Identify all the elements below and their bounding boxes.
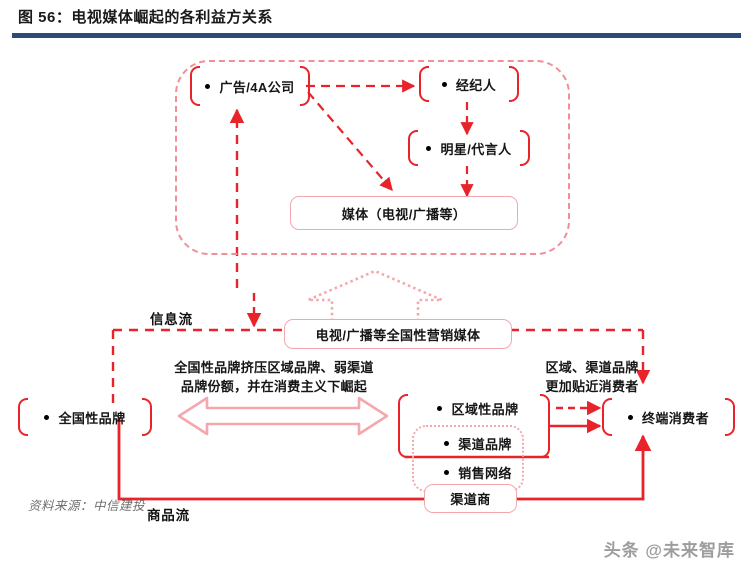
node-agency-label: 广告/4A公司 xyxy=(219,79,295,95)
bracket-left xyxy=(18,398,28,436)
note-regional-proximity: 区域、渠道品牌 更加贴近消费者 xyxy=(545,360,639,394)
node-regional-group-bracket xyxy=(398,394,550,458)
arrow-brand-competition xyxy=(177,396,389,436)
node-broker[interactable]: 经纪人 xyxy=(419,66,519,102)
bracket-right xyxy=(520,130,530,166)
node-distributor[interactable]: 渠道商 xyxy=(424,484,517,513)
bullet-dot xyxy=(444,440,450,446)
note-brand-competition: 全国性品牌挤压区域品牌、弱渠道 品牌份额，并在消费主义下崛起 xyxy=(174,360,374,394)
bracket-right xyxy=(509,66,519,102)
node-media[interactable]: 媒体（电视/广播等） xyxy=(290,196,518,230)
node-distributor-label: 渠道商 xyxy=(450,492,491,507)
upstream-group-container xyxy=(175,60,570,255)
bullet-dot xyxy=(437,405,443,411)
bracket-right xyxy=(142,398,152,436)
diagram-canvas: 广告/4A公司 经纪人 明星/代言人 媒体（电视/广播等） 电视/广播等全国性营… xyxy=(0,38,753,523)
node-media-label: 媒体（电视/广播等） xyxy=(341,206,467,222)
page-title: 图 56：电视媒体崛起的各利益方关系 xyxy=(18,9,273,26)
node-consumer-label: 终端消费者 xyxy=(641,410,709,426)
node-national-brand-label: 全国性品牌 xyxy=(58,410,126,426)
label-goods-flow: 商品流 xyxy=(147,508,190,523)
bracket-right xyxy=(540,394,550,458)
bracket-right xyxy=(725,398,735,436)
bracket-left xyxy=(602,398,612,436)
node-regional-brand-label: 区域性品牌 xyxy=(451,401,519,417)
watermark: 头条 @未来智库 xyxy=(603,541,735,560)
bracket-left xyxy=(398,394,408,458)
bracket-left xyxy=(190,66,200,106)
goods-flow-left-path xyxy=(117,418,424,501)
bracket-left xyxy=(408,130,418,166)
bullet-dot xyxy=(44,414,50,420)
goods-flow-right-path xyxy=(517,434,652,501)
bracket-right xyxy=(300,66,310,106)
bullet-dot xyxy=(627,414,633,420)
bracket-left xyxy=(419,66,429,102)
label-info-flow: 信息流 xyxy=(150,312,193,327)
source-note: 资料来源：中信建投 xyxy=(28,499,146,513)
node-celebrity[interactable]: 明星/代言人 xyxy=(408,130,530,166)
node-channel-brand-label: 渠道品牌 xyxy=(458,436,512,452)
node-celebrity-label: 明星/代言人 xyxy=(440,141,512,157)
title-divider xyxy=(12,33,741,38)
node-channel-brand[interactable]: 渠道品牌 xyxy=(408,430,548,456)
node-sales-network-label: 销售网络 xyxy=(458,465,512,481)
connector-layer xyxy=(111,79,652,501)
bullet-dot xyxy=(441,81,447,87)
bullet-dot xyxy=(444,469,450,475)
node-national-media[interactable]: 电视/广播等全国性营销媒体 xyxy=(284,319,512,349)
node-broker-label: 经纪人 xyxy=(455,77,497,93)
node-consumer[interactable]: 终端消费者 xyxy=(602,398,735,436)
node-regional-brand[interactable]: 区域性品牌 xyxy=(408,395,548,421)
bullet-dot xyxy=(426,145,432,151)
bullet-dot xyxy=(205,83,211,89)
node-sales-network[interactable]: 销售网络 xyxy=(408,459,548,485)
node-national-brand[interactable]: 全国性品牌 xyxy=(18,398,152,436)
node-national-media-label: 电视/广播等全国性营销媒体 xyxy=(315,327,481,343)
arrow-media-uplink xyxy=(306,269,444,321)
node-agency[interactable]: 广告/4A公司 xyxy=(190,66,310,106)
arrow-agency-to-media xyxy=(307,91,393,192)
